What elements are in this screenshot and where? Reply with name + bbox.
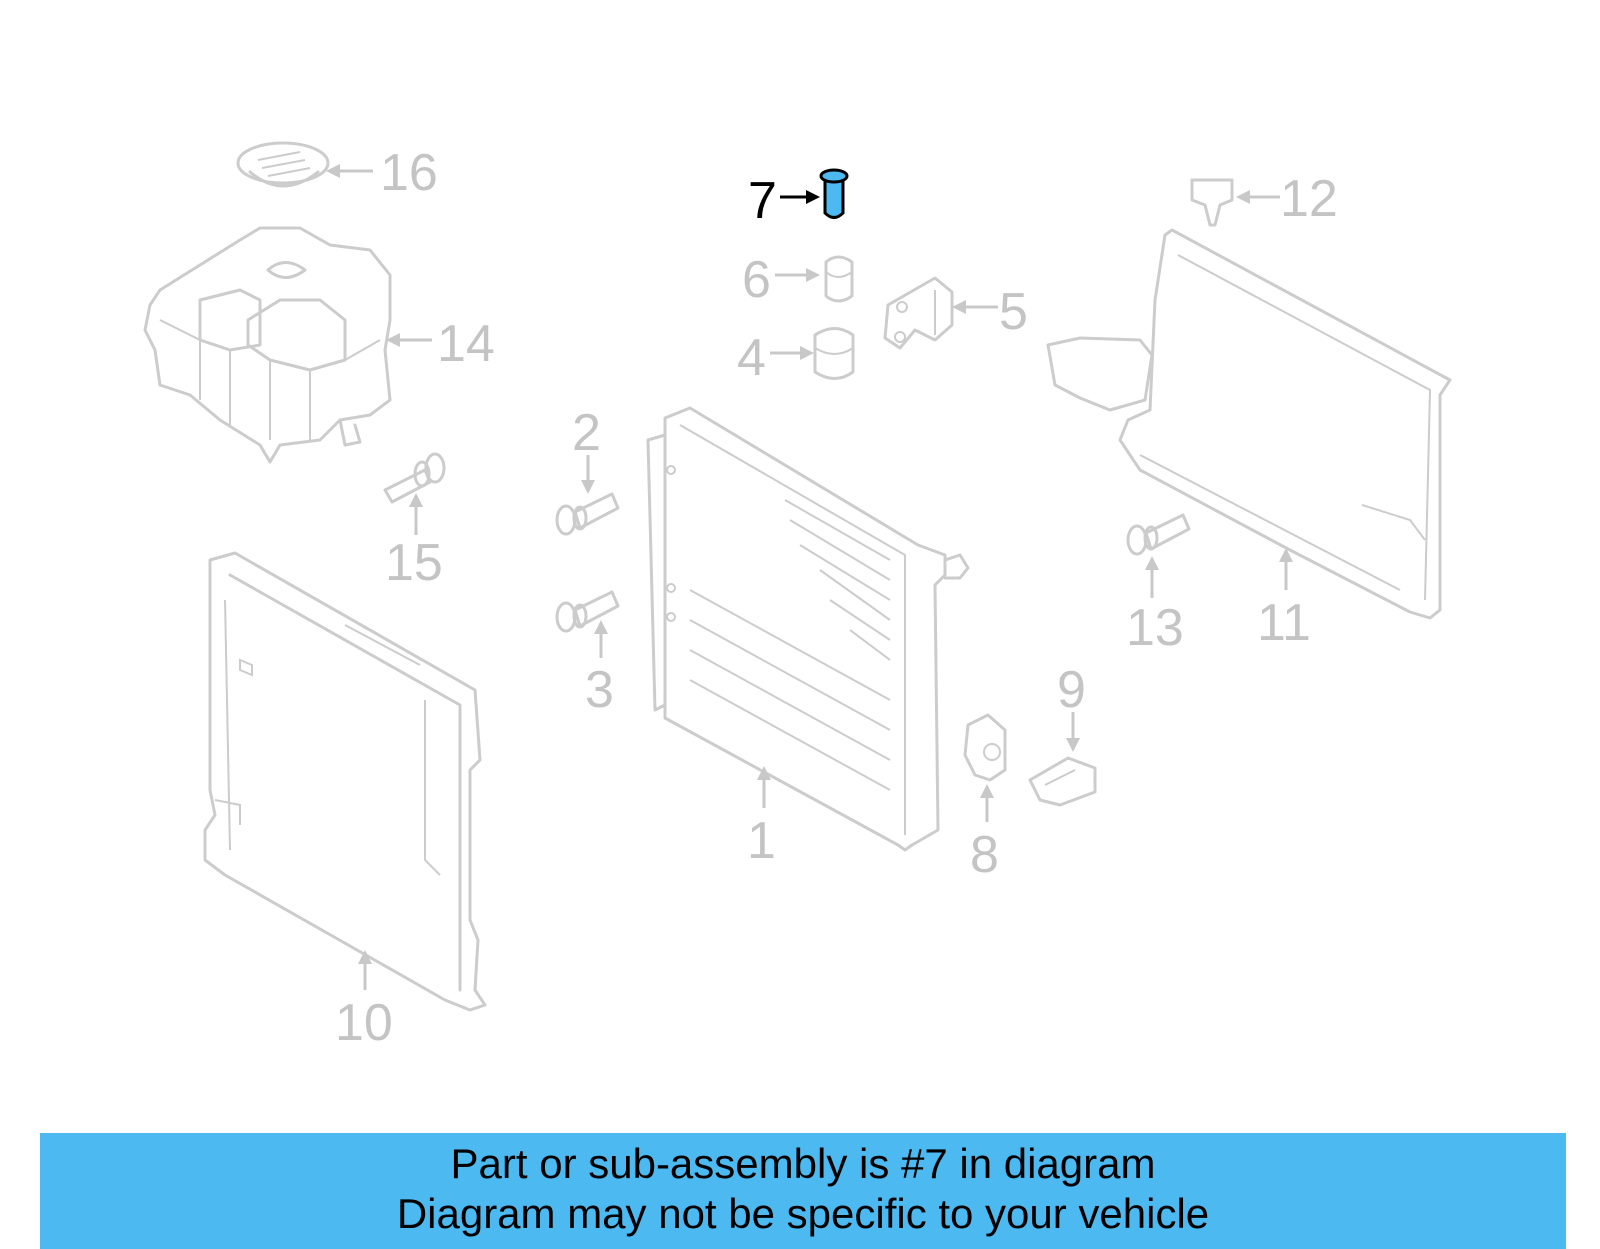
svg-text:11: 11 bbox=[1257, 594, 1311, 652]
part-10-frame bbox=[203, 551, 487, 1012]
svg-text:2: 2 bbox=[572, 404, 601, 462]
callout-10: 10 bbox=[335, 950, 393, 1052]
svg-text:15: 15 bbox=[385, 534, 443, 592]
info-banner: Part or sub-assembly is #7 in diagram Di… bbox=[40, 1133, 1566, 1249]
svg-text:1: 1 bbox=[747, 812, 776, 870]
svg-text:10: 10 bbox=[335, 994, 393, 1052]
callout-6: 6 bbox=[742, 251, 820, 309]
part-4-bushing bbox=[813, 327, 855, 380]
callout-1: 1 bbox=[747, 766, 776, 870]
svg-text:14: 14 bbox=[437, 315, 495, 373]
svg-text:16: 16 bbox=[380, 144, 438, 202]
part-2-bolt bbox=[555, 492, 620, 536]
svg-text:9: 9 bbox=[1057, 661, 1086, 719]
part-8-mount bbox=[963, 713, 1007, 782]
part-3-bolt bbox=[555, 590, 620, 633]
callout-8: 8 bbox=[970, 784, 999, 884]
part-1-radiator bbox=[646, 406, 970, 852]
callout-3: 3 bbox=[585, 620, 614, 719]
callout-4: 4 bbox=[737, 329, 814, 387]
banner-line-part: Part or sub-assembly is #7 in diagram bbox=[450, 1140, 1156, 1187]
callout-2: 2 bbox=[572, 404, 601, 494]
svg-text:8: 8 bbox=[970, 826, 999, 884]
part-16-cap bbox=[236, 141, 330, 188]
callout-5: 5 bbox=[952, 283, 1028, 341]
svg-text:12: 12 bbox=[1280, 170, 1338, 228]
svg-text:6: 6 bbox=[742, 251, 771, 309]
banner-line-disclaimer: Diagram may not be specific to your vehi… bbox=[396, 1190, 1210, 1237]
part-11-shroud bbox=[1046, 228, 1452, 620]
part-5-bracket bbox=[883, 276, 954, 350]
svg-text:7: 7 bbox=[748, 172, 777, 230]
svg-text:5: 5 bbox=[999, 283, 1028, 341]
part-13-bolt bbox=[1126, 513, 1191, 556]
callout-13: 13 bbox=[1126, 556, 1184, 657]
svg-text:4: 4 bbox=[737, 329, 766, 387]
svg-text:3: 3 bbox=[585, 661, 614, 719]
callout-16: 16 bbox=[326, 144, 438, 202]
callout-9: 9 bbox=[1057, 661, 1086, 752]
callout-14: 14 bbox=[386, 315, 495, 373]
callout-12: 12 bbox=[1236, 170, 1338, 228]
part-7-pin[interactable] bbox=[819, 168, 849, 219]
part-6-bushing bbox=[824, 255, 854, 303]
part-14-expansion-tank bbox=[143, 226, 392, 464]
part-12-clip bbox=[1190, 178, 1234, 227]
callout-15: 15 bbox=[385, 493, 443, 592]
part-9-clip bbox=[1028, 756, 1097, 807]
callout-11: 11 bbox=[1257, 548, 1311, 652]
svg-text:13: 13 bbox=[1126, 599, 1184, 657]
callout-7: 7 bbox=[748, 172, 820, 230]
parts-diagram: 16 14 15 10 bbox=[143, 141, 1452, 1052]
part-15-bolt bbox=[383, 452, 446, 504]
